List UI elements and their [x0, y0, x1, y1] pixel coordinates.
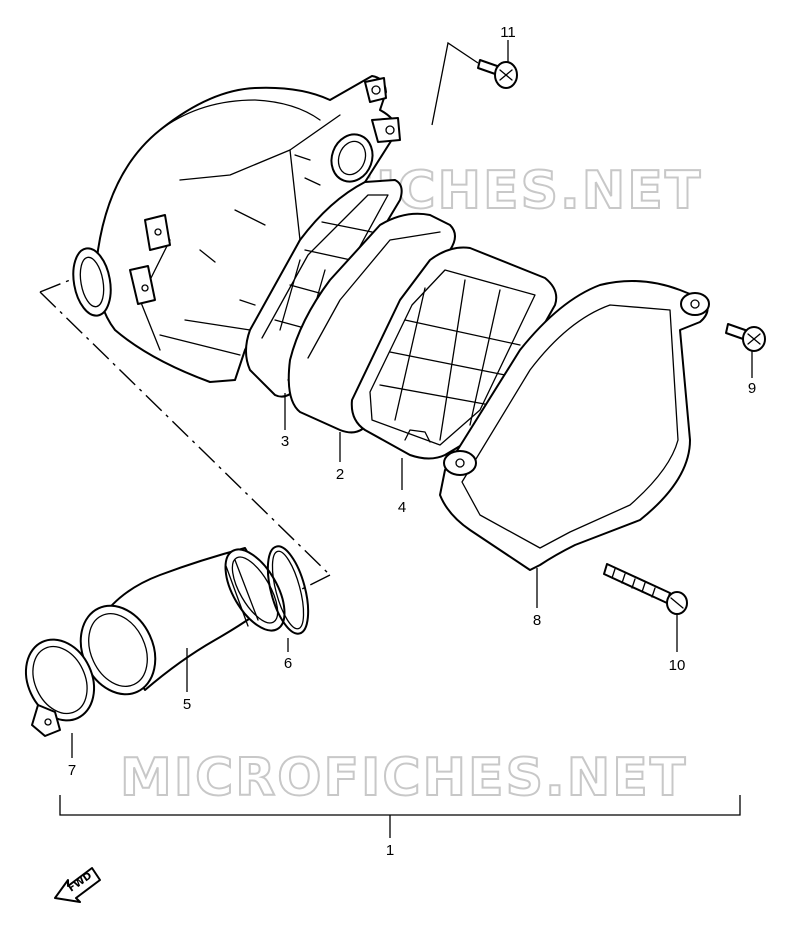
- screw-11-part: [477, 59, 518, 89]
- watermark-bottom: MICROFICHES.NET: [120, 748, 687, 808]
- callout-numbers: 11 3 2 4 9 8 10 6 5 7 1: [68, 24, 756, 859]
- air-cleaner-cap-part: [439, 280, 710, 571]
- callout-7: 7: [68, 762, 76, 779]
- callout-6: 6: [284, 655, 292, 672]
- callout-4: 4: [398, 499, 406, 516]
- hose-clamp-7-part: [24, 638, 96, 737]
- callout-10: 10: [669, 657, 686, 674]
- callout-5: 5: [183, 696, 191, 713]
- bolt-10-part: [603, 563, 688, 615]
- filter-element-part: [287, 212, 456, 434]
- leader-lines: [59, 40, 753, 838]
- screw-9-part: [725, 323, 766, 352]
- callout-11: 11: [500, 24, 516, 41]
- callout-3: 3: [281, 433, 289, 450]
- fwd-arrow-icon: FWD: [54, 867, 101, 903]
- callout-1: 1: [386, 842, 394, 859]
- air-cleaner-case: [72, 75, 401, 383]
- callout-8: 8: [533, 612, 541, 629]
- outlet-tube-part: [79, 547, 286, 696]
- clamp-ring-6-part: [266, 545, 310, 635]
- callout-2: 2: [336, 466, 344, 483]
- callout-9: 9: [748, 380, 756, 397]
